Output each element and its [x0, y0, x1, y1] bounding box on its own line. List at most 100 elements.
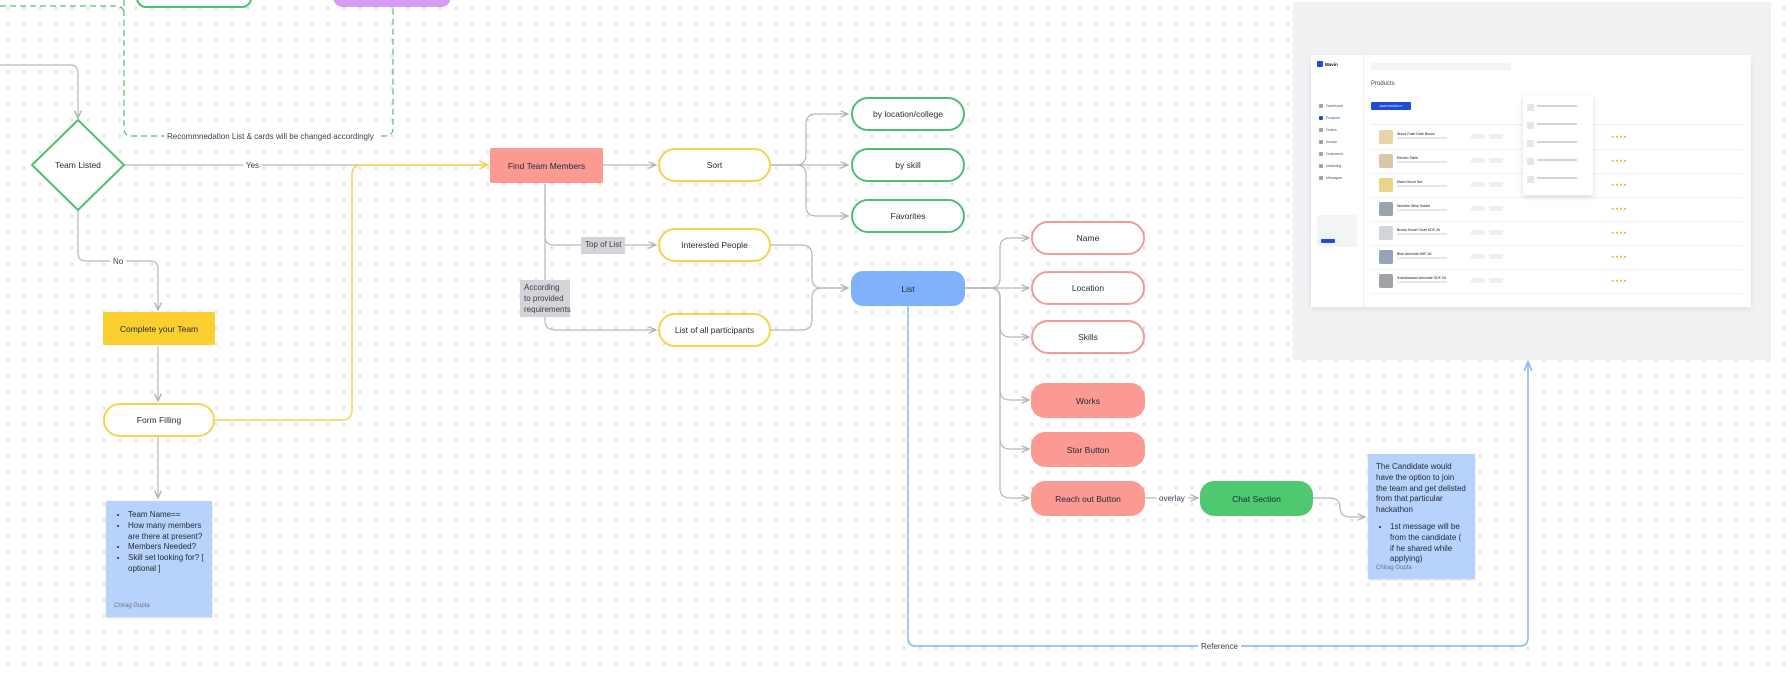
nav-icon [1319, 152, 1323, 156]
top-partial-node-green [136, 0, 252, 8]
product-name: Wooden Wine Holder [1397, 204, 1431, 208]
product-sub [1397, 161, 1447, 163]
edge-list-to-reachout [962, 287, 1029, 498]
product-sub [1397, 257, 1447, 259]
node-name: Name [1031, 221, 1145, 255]
note-item: How many members are there at present? [128, 521, 204, 543]
note-author: Chirag Gupta [1376, 564, 1412, 571]
mockup-logo: Mavin [1317, 61, 1338, 67]
dropdown-item [1527, 155, 1587, 169]
node-by-location-college: by location/college [851, 97, 965, 131]
nav-label: Marketing [1326, 164, 1342, 168]
product-thumb [1379, 154, 1393, 168]
edge-label-no: No [110, 256, 127, 267]
nav-icon [1319, 128, 1323, 132]
node-interested-people: Interested People [658, 228, 771, 262]
tag-pill [1489, 134, 1503, 139]
nav-icon [1319, 104, 1323, 108]
tag-pill [1489, 230, 1503, 235]
edge-sort-to-location [770, 114, 848, 166]
note-item: Members Needed? [128, 542, 204, 553]
edge-list-to-works [962, 287, 1029, 400]
product-sub [1397, 281, 1447, 283]
node-list-of-all-participants: List of all participants [658, 313, 771, 347]
mockup-nav-item: Invoice [1319, 139, 1359, 145]
tag-pill [1489, 254, 1503, 259]
tag-pill [1471, 134, 1485, 139]
node-by-skill: by skill [851, 148, 965, 182]
mockup-nav-item: Marketing [1319, 163, 1359, 169]
nav-label: Customers [1326, 152, 1343, 156]
tag-pill [1471, 278, 1485, 283]
mockup-table-row: Scandinavian Armchair SDF-26 ★★★★ [1371, 269, 1743, 294]
mockup-add-button: NEW PRODUCT [1371, 102, 1411, 110]
tag-pill [1489, 206, 1503, 211]
product-name: Blue Armchair ASF-26 [1397, 252, 1432, 256]
mockup-search-bar [1371, 63, 1511, 70]
nav-label: Products [1326, 116, 1340, 120]
rating-stars: ★★★★ [1611, 278, 1628, 283]
edge-interested-to-list [770, 244, 848, 288]
dropdown-item [1527, 137, 1587, 151]
tag-according-to-requirements: According to provided requirements [520, 280, 571, 317]
tag-pill [1471, 158, 1485, 163]
top-partial-node-purple [333, 0, 451, 7]
tag-pill [1471, 254, 1485, 259]
mockup-table-row: Wooden Wine Holder ★★★★ [1371, 197, 1743, 222]
product-name: Kitchen Table [1397, 156, 1418, 160]
dashed-left-branch [0, 5, 125, 15]
nav-label: Invoice [1326, 140, 1338, 144]
mockup-nav-item: Orders [1319, 127, 1359, 133]
mockup-nav-item: Products [1319, 115, 1359, 121]
mockup-main: Products NEW PRODUCT Wood Chair Dark Bro… [1363, 55, 1751, 307]
product-name: Malm Decor Set [1397, 180, 1423, 184]
edge-list-to-star [962, 287, 1029, 449]
edge-all-to-list [770, 288, 848, 331]
edge-label-yes: Yes [243, 160, 263, 171]
dropdown-item [1527, 173, 1587, 187]
mockup-table-row: Brown Dowel Chair SDF-26★★★★ [1371, 221, 1743, 246]
edge-entry-to-team-listed [0, 64, 78, 118]
nav-icon [1319, 176, 1323, 180]
product-thumb [1379, 130, 1393, 144]
product-name: Wood Chair Dark Brown [1397, 132, 1435, 136]
node-sort: Sort [658, 148, 771, 182]
mockup-nav-item: Dashboard [1319, 103, 1359, 109]
mockup-search-dropdown [1523, 95, 1593, 195]
mockup-card-button [1321, 239, 1335, 243]
rating-stars: ★★★★ [1611, 206, 1628, 211]
nav-label: Dashboard [1326, 104, 1344, 108]
tag-pill [1471, 182, 1485, 187]
note-author: Chirag Gupta [114, 602, 150, 609]
note-item: Skill set looking for? [ optional ] [128, 553, 204, 575]
nav-label: Messages [1326, 176, 1342, 180]
nav-icon [1319, 116, 1323, 120]
rating-stars: ★★★★ [1611, 134, 1628, 139]
note-item: Team Name== [128, 510, 204, 521]
edge-find-to-all [544, 184, 656, 330]
node-list: List [851, 271, 965, 306]
edge-find-to-interested [544, 184, 656, 245]
mockup-table-row: Blue Armchair ASF-26 ★★★★ [1371, 245, 1743, 270]
nav-label: Orders [1326, 128, 1337, 132]
tag-pill [1471, 206, 1485, 211]
product-sub [1397, 137, 1447, 139]
product-thumb [1379, 178, 1393, 192]
tag-pill [1489, 158, 1503, 163]
rating-stars: ★★★★ [1611, 254, 1628, 259]
edge-list-to-name [962, 238, 1029, 289]
dropdown-item [1527, 101, 1587, 115]
product-name: Scandinavian Armchair SDF-26 [1397, 276, 1446, 280]
note-paragraph: The Candidate would have the option to j… [1376, 462, 1466, 515]
mockup-logo-text: Mavin [1325, 61, 1338, 67]
sticky-note-form-details: Team Name== How many members are there a… [106, 501, 212, 617]
tag-pill [1471, 230, 1485, 235]
edge-label-reference: Reference [1198, 641, 1241, 652]
node-complete-your-team: Complete your Team [103, 312, 215, 345]
mockup-table-row: Malm Decor Set★★★★ [1371, 173, 1743, 198]
node-skills: Skills [1031, 320, 1145, 354]
edge-label-recommendation: Recommnedation List & cards will be chan… [164, 131, 377, 142]
node-works: Works [1031, 383, 1145, 418]
edge-form-to-find-yellow [214, 165, 488, 421]
